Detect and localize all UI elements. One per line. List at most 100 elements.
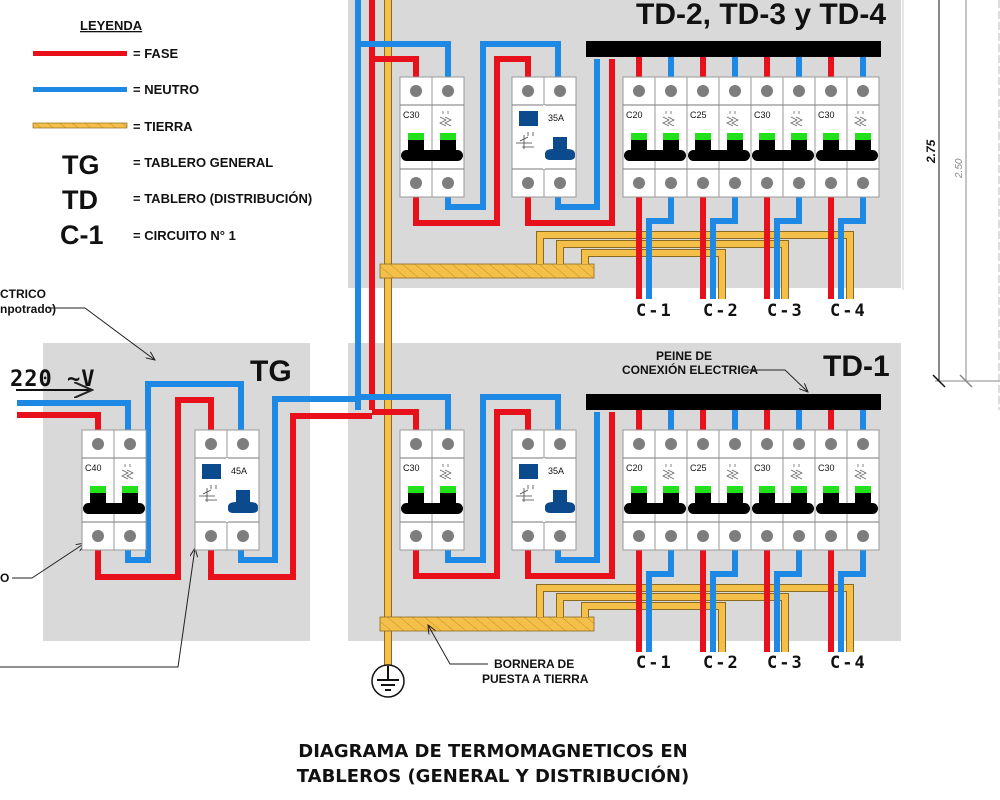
breaker-handle-bar bbox=[816, 503, 878, 514]
left-label-tail: O bbox=[0, 571, 9, 585]
ground-icon bbox=[371, 664, 405, 698]
td1-diff-out-fase bbox=[525, 412, 615, 579]
terminal-screw-icon bbox=[124, 530, 136, 542]
tg-input-fase bbox=[17, 412, 101, 432]
terminal-screw-icon bbox=[124, 438, 136, 450]
td_top-bornera-bar bbox=[379, 263, 595, 279]
legend-tg-text: = TABLERO GENERAL bbox=[133, 155, 273, 170]
terminal-screw-icon bbox=[665, 85, 677, 97]
td1-circuit-label-3: C-3 bbox=[767, 653, 804, 673]
breaker-toggle-indicator bbox=[855, 133, 871, 140]
breaker-toggle-indicator bbox=[440, 133, 456, 140]
legend-tierra-text: = TIERRA bbox=[133, 119, 193, 134]
thermal-magnetic-symbol-icon bbox=[790, 111, 803, 127]
differential-symbol-icon bbox=[516, 132, 534, 149]
breaker-rating-label: C30 bbox=[754, 463, 771, 473]
thermal-magnetic-symbol-icon bbox=[662, 111, 675, 127]
tg-differential: 45A bbox=[194, 429, 260, 551]
td1-feed-fase bbox=[372, 409, 419, 432]
terminal-screw-icon bbox=[793, 85, 805, 97]
breaker-handle-bar bbox=[401, 150, 463, 161]
td_top-earth-c3 bbox=[557, 241, 788, 299]
terminal-screw-icon bbox=[665, 530, 677, 542]
legend: LEYENDA = FASE = NEUTRO = TIERRA TG = TA… bbox=[32, 18, 312, 250]
td1-differential: 35A bbox=[511, 429, 577, 551]
legend-td-symbol: TD bbox=[62, 185, 98, 215]
tg-fase-jumper bbox=[95, 397, 214, 580]
terminal-screw-icon bbox=[729, 85, 741, 97]
td_top-jumper-fase bbox=[413, 56, 531, 226]
td_top-main-breaker: C30 bbox=[399, 76, 465, 198]
terminal-screw-icon bbox=[825, 177, 837, 189]
td_top-feed-neutro bbox=[358, 41, 451, 79]
td1-circuit-2-neutro bbox=[710, 550, 738, 652]
breaker-rating-label: C20 bbox=[626, 463, 643, 473]
breaker-toggle bbox=[759, 140, 775, 152]
td-top-title: TD-2, TD-3 y TD-4 bbox=[636, 0, 886, 31]
diff-test-block bbox=[202, 464, 221, 479]
td_top-diff-out-fase bbox=[525, 59, 615, 226]
breaker-toggle bbox=[727, 140, 743, 152]
breaker-toggle-indicator bbox=[823, 486, 839, 493]
terminal-screw-icon bbox=[633, 85, 645, 97]
td1-circuit-1-neutro bbox=[646, 550, 674, 652]
terminal-screw-icon bbox=[205, 438, 217, 450]
breaker-handle-bar bbox=[816, 150, 878, 161]
td1-bornera-bar bbox=[379, 616, 595, 632]
terminal-screw-icon bbox=[729, 530, 741, 542]
breaker-handle-bar bbox=[624, 150, 686, 161]
thermal-magnetic-symbol-icon bbox=[726, 111, 739, 127]
terminal-screw-icon bbox=[857, 177, 869, 189]
breaker-rating-label: C40 bbox=[85, 463, 102, 473]
terminal-screw-icon bbox=[729, 177, 741, 189]
voltage-label: 220 ~V bbox=[10, 367, 95, 392]
terminal-screw-icon bbox=[761, 85, 773, 97]
breaker-toggle-indicator bbox=[631, 486, 647, 493]
caja-arrow bbox=[48, 307, 155, 360]
terminal-screw-icon bbox=[825, 530, 837, 542]
breaker-toggle bbox=[440, 493, 456, 505]
thermal-magnetic-symbol-icon bbox=[726, 464, 739, 480]
terminal-screw-icon bbox=[554, 85, 566, 97]
breaker-toggle bbox=[663, 493, 679, 505]
breaker-toggle-indicator bbox=[823, 133, 839, 140]
terminal-screw-icon bbox=[410, 530, 422, 542]
terminal-screw-icon bbox=[92, 438, 104, 450]
breaker-toggle-indicator bbox=[695, 486, 711, 493]
td1-peine-bar bbox=[586, 394, 881, 410]
td1-circuit-3-neutro bbox=[774, 550, 802, 652]
breaker-toggle-indicator bbox=[791, 486, 807, 493]
breaker-toggle bbox=[855, 493, 871, 505]
td1-title: TD-1 bbox=[823, 350, 890, 383]
breaker-toggle-indicator bbox=[663, 133, 679, 140]
thermal-magnetic-symbol-icon bbox=[790, 464, 803, 480]
thermal-magnetic-symbol-icon bbox=[854, 111, 867, 127]
breaker-toggle bbox=[122, 493, 138, 505]
terminal-screw-icon bbox=[857, 85, 869, 97]
breaker-rating-label: C30 bbox=[403, 463, 420, 473]
diff-test-block bbox=[519, 111, 538, 126]
breaker-toggle-indicator bbox=[727, 486, 743, 493]
breaker-toggle bbox=[663, 140, 679, 152]
td1-diff-out-neutro bbox=[555, 412, 600, 563]
breaker-arrow bbox=[12, 543, 85, 579]
td1-circuit-label-4: C-4 bbox=[830, 653, 867, 673]
terminal-screw-icon bbox=[237, 438, 249, 450]
legend-c1-symbol: C-1 bbox=[60, 220, 104, 250]
differential-symbol-icon bbox=[199, 485, 217, 502]
terminal-screw-icon bbox=[442, 530, 454, 542]
breaker-toggle bbox=[631, 493, 647, 505]
breaker-toggle bbox=[759, 493, 775, 505]
diff-arrow bbox=[0, 548, 195, 668]
caja-label-1: CTRICO bbox=[0, 287, 46, 301]
td1-circuit-breaker-4: C30 bbox=[814, 429, 880, 551]
terminal-screw-icon bbox=[442, 177, 454, 189]
terminal-screw-icon bbox=[793, 530, 805, 542]
terminal-screw-icon bbox=[237, 530, 249, 542]
dimension-outer: 2.75 bbox=[924, 139, 938, 164]
breaker-toggle bbox=[90, 493, 106, 505]
terminal-screw-icon bbox=[825, 438, 837, 450]
breaker-toggle bbox=[791, 493, 807, 505]
